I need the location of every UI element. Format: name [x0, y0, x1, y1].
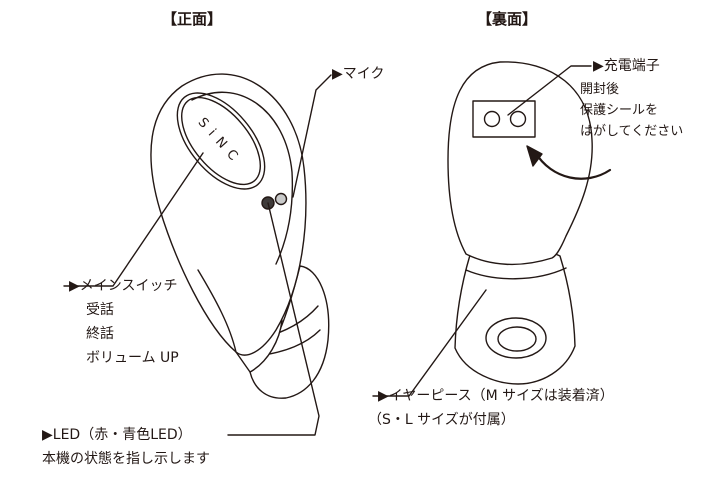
- main-switch-title: ▶メインスイッチ: [69, 278, 178, 294]
- led-description: 本機の状態を指し示します: [42, 451, 210, 467]
- ear-tip-nozzle-inner: [497, 326, 537, 352]
- front-heading: 【正面】: [162, 10, 223, 28]
- leader-charging-port: [507, 65, 592, 116]
- charging-port-title: ▶充電端子: [593, 58, 660, 74]
- mic-hole: [274, 192, 288, 206]
- back-heading: 【裏面】: [477, 10, 538, 28]
- mic-label: ▶マイク: [332, 66, 385, 82]
- leader-main-switch: [63, 152, 204, 287]
- front-body: [150, 73, 307, 356]
- leader-mic: [292, 74, 332, 198]
- touch-switch-inner: [180, 96, 262, 186]
- main-switch-function-3: ボリューム UP: [86, 350, 179, 366]
- ear-piece-title: ▶イヤーピース（M サイズは装着済）: [378, 388, 614, 404]
- charging-pin-left: [483, 110, 501, 128]
- peel-arrow: [533, 150, 612, 180]
- ear-tip-nozzle-outer: [485, 317, 547, 359]
- charging-port-note-1: 開封後: [580, 82, 620, 97]
- charging-port-note-3: はがしてください: [580, 124, 684, 139]
- back-earbud: [447, 61, 593, 385]
- charging-pin-right: [509, 110, 527, 128]
- front-earbud: [150, 73, 330, 399]
- charging-port-plate: [472, 100, 536, 138]
- back-ear-tip: [454, 244, 576, 385]
- charging-port-note-2: 保護シールを: [580, 103, 659, 118]
- back-body: [447, 61, 593, 266]
- leader-ear-piece: [372, 289, 487, 397]
- main-switch-function-1: 受話: [86, 302, 114, 318]
- main-switch-function-2: 終話: [86, 326, 114, 342]
- led-title: ▶LED（赤・青色LED）: [42, 427, 192, 443]
- ear-piece-note: （S・L サイズが付属）: [368, 412, 515, 428]
- leader-led: [227, 202, 320, 436]
